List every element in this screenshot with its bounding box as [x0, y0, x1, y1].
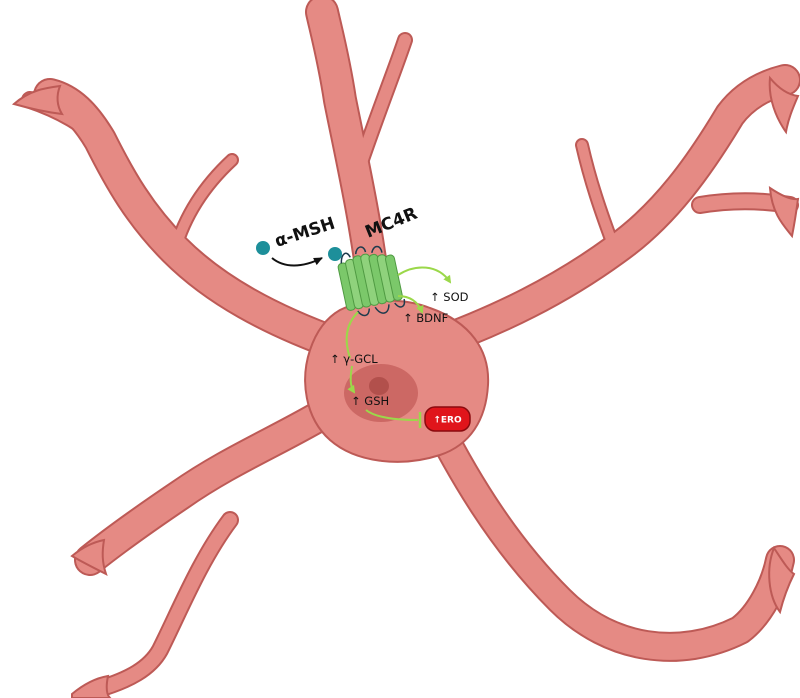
bdnf-label: ↑ BDNF — [403, 311, 448, 325]
alpha-msh-ligand — [256, 241, 270, 255]
arrow-to-sod — [398, 267, 450, 282]
bound-ligand — [328, 247, 342, 261]
gsh-label: ↑ GSH — [351, 394, 389, 408]
alpha-msh-label: α-MSH — [272, 214, 337, 252]
nucleolus — [369, 377, 389, 395]
ero-label: ↑ERO — [433, 416, 462, 426]
gcl-label: ↑ γ-GCL — [330, 352, 378, 366]
binding-arrow — [272, 258, 322, 266]
sod-label: ↑ SOD — [430, 290, 469, 304]
